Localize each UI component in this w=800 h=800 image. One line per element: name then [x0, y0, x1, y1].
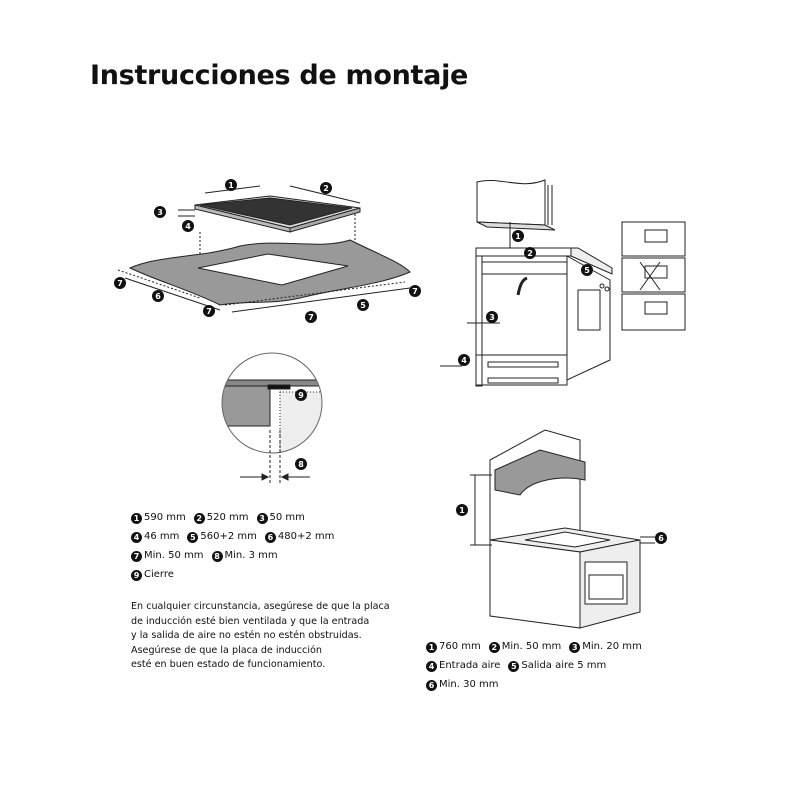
svg-text:6: 6 [155, 292, 161, 301]
hob-markers: 1 2 3 4 7 6 7 7 5 7 [114, 179, 421, 323]
detail-marker-8: 8 [295, 458, 307, 470]
number-badge: 6 [426, 680, 437, 691]
legend-text: Min. 50 mm [144, 550, 204, 561]
legend-text: 520 mm [206, 512, 249, 523]
legend-text: Cierre [144, 569, 174, 580]
note-line: esté en buen estado de funcionamiento. [131, 659, 326, 670]
number-badge: 6 [264, 532, 276, 543]
number-badge: 5 [508, 661, 520, 672]
ventilation-note: En cualquier circunstancia, asegúrese de… [131, 600, 390, 673]
svg-text:4: 4 [185, 222, 191, 231]
legend-text: 560+2 mm [200, 531, 257, 542]
svg-text:4: 4 [461, 356, 467, 365]
svg-text:9: 9 [298, 391, 304, 400]
legend-text: 760 mm [439, 641, 481, 652]
cabinet-clearance-diagram [470, 429, 655, 629]
cabinet-marker-6: 6 [655, 532, 667, 544]
seal-detail-diagram [221, 352, 323, 485]
number-badge: 2 [193, 513, 205, 524]
number-badge: 4 [426, 661, 437, 672]
svg-text:8: 8 [298, 460, 304, 469]
note-line: y la salida de aire no estén no estén ob… [131, 630, 362, 641]
svg-text:1: 1 [515, 232, 521, 241]
legend-text: Entrada aire [439, 660, 501, 671]
svg-text:1: 1 [459, 506, 465, 515]
number-badge: 3 [256, 513, 268, 524]
svg-text:2: 2 [527, 249, 533, 258]
note-line: En cualquier circunstancia, asegúrese de… [131, 601, 390, 612]
note-line: de inducción esté bien ventilada y que l… [131, 615, 370, 627]
svg-text:7: 7 [206, 307, 212, 316]
number-badge: 8 [211, 551, 223, 562]
cabinet-marker-1: 1 [456, 504, 468, 516]
svg-text:2: 2 [323, 184, 329, 193]
number-badge: 5 [187, 532, 199, 543]
ventilation-markers: 1 2 3 4 5 [458, 230, 593, 366]
page-title: Instrucciones de montaje [90, 60, 469, 91]
legend-text: 590 mm [144, 512, 186, 523]
legend-text: Min. 3 mm [224, 550, 278, 561]
legend-text: 50 mm [269, 512, 305, 523]
legend-text: Salida aire 5 mm [521, 660, 607, 671]
number-badge: 7 [131, 551, 142, 562]
number-badge: 9 [131, 570, 142, 581]
svg-text:7: 7 [117, 279, 123, 288]
svg-text:5: 5 [584, 266, 590, 275]
detail-marker-9: 9 [295, 389, 307, 401]
note-line: Asegúrese de que la placa de inducción [131, 644, 322, 656]
svg-text:1: 1 [228, 181, 234, 190]
number-badge: 2 [488, 642, 500, 653]
legend-text: 46 mm [144, 531, 180, 542]
legend-text: Min. 20 mm [582, 641, 642, 652]
legend-text: Min. 30 mm [439, 679, 499, 690]
number-badge: 4 [131, 532, 142, 543]
svg-text:5: 5 [360, 301, 366, 310]
svg-text:7: 7 [308, 313, 314, 322]
number-badge: 3 [569, 642, 581, 653]
legend-text: Min. 50 mm [501, 641, 562, 652]
number-badge: 1 [426, 642, 437, 653]
svg-text:3: 3 [489, 313, 495, 322]
svg-text:3: 3 [157, 208, 163, 217]
ventilation-diagram [440, 179, 686, 387]
number-badge: 1 [131, 513, 142, 524]
legend-text: 480+2 mm [277, 531, 335, 542]
hob-cutout-diagram [117, 185, 411, 313]
svg-text:6: 6 [658, 534, 664, 543]
svg-text:7: 7 [412, 287, 418, 296]
